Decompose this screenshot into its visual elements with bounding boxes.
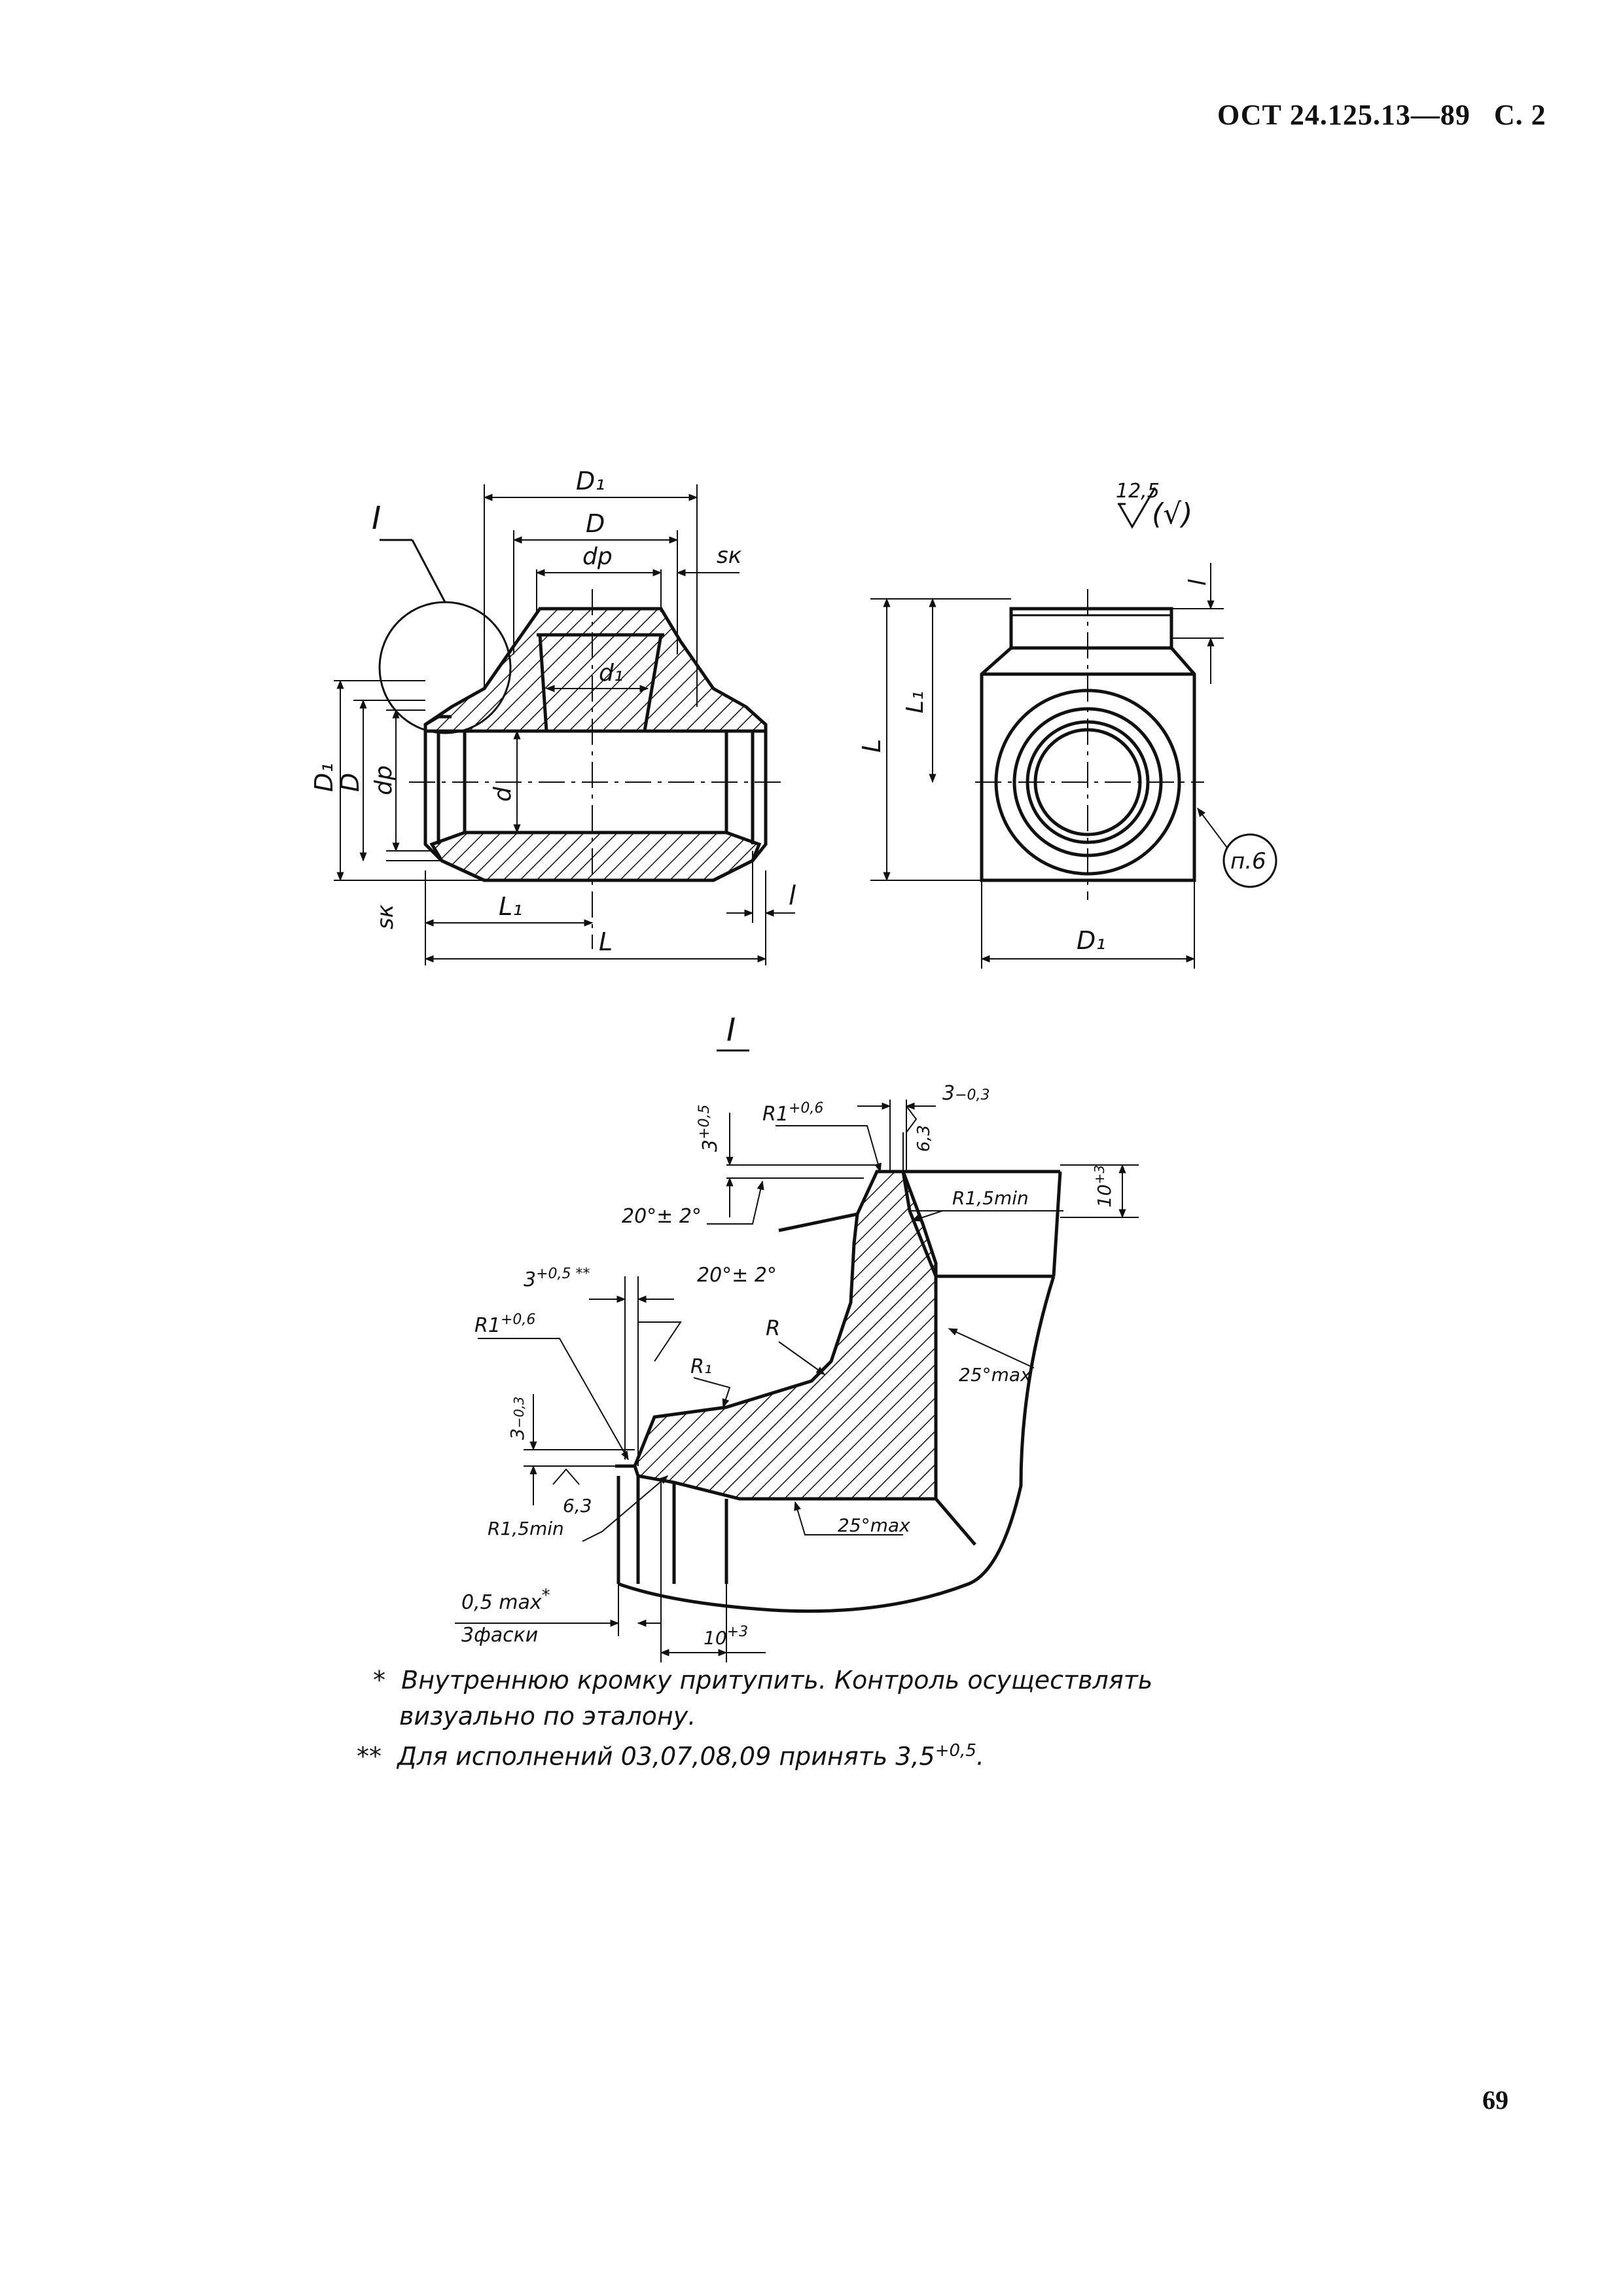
footnote-1-line1: Внутреннюю кромку притупить. Контроль ос… [401, 1666, 1153, 1695]
angle-25-bottom: 25°max [838, 1515, 910, 1536]
clause-ref: п.6 [1230, 848, 1266, 874]
doc-code: ОСТ 24.125.13—89 [1217, 99, 1471, 131]
footnote-1-continuation: визуально по эталону. [399, 1702, 696, 1731]
label-d1: d₁ [599, 660, 623, 687]
label-D-left: D [336, 773, 365, 792]
label-D1-left: D₁ [310, 763, 338, 793]
detail-view [455, 1100, 1139, 1662]
detail-title: I [726, 1012, 736, 1049]
angle-20-top: 20°± 2° [622, 1205, 702, 1228]
dim-3-minus03-top: 3−0,3 [942, 1082, 990, 1105]
chamfer-count: 3фаски [461, 1624, 538, 1647]
footnote-2-marker: ** [357, 1742, 382, 1771]
dim-3-minus03-left: 3−0,3 [507, 1397, 528, 1440]
label-D1-side: D₁ [1077, 926, 1106, 955]
dim-10-top: 10+3 [1092, 1165, 1115, 1208]
r1-top: R1+0,6 [762, 1100, 823, 1126]
dim-3-plus05: 3+0,5 [696, 1104, 722, 1152]
footnote-1: * Внутреннюю кромку притупить. Контроль … [373, 1666, 1152, 1695]
hatched-lower-section [429, 831, 762, 882]
label-d: d [490, 786, 516, 802]
footnote-1-marker: * [373, 1666, 385, 1695]
label-dp-left: dр [370, 765, 397, 795]
footnote-1-line2: визуально по эталону. [399, 1702, 696, 1731]
angle-25-right: 25°max [959, 1364, 1031, 1386]
label-D1-top: D₁ [576, 467, 605, 495]
side-view [870, 487, 1277, 969]
label-D-top: D [586, 509, 605, 538]
label-l-front: l [789, 881, 796, 911]
label-dp-top: dр [582, 543, 613, 570]
chamfer-label: 0,5 max* [461, 1586, 550, 1614]
label-R: R [766, 1316, 780, 1340]
label-L-side: L [857, 739, 886, 753]
label-L-front: L [599, 927, 613, 956]
callout-label-front: I [372, 500, 381, 537]
label-l-side: l [1185, 579, 1211, 586]
roughness-6-3-left: 6,3 [563, 1495, 592, 1516]
label-sk-top: sк [717, 543, 742, 569]
r15min-left: R1,5min [488, 1518, 564, 1539]
page-label: С. 2 [1493, 99, 1546, 131]
r1-left: R1+0,6 [474, 1312, 535, 1337]
front-view [334, 484, 795, 965]
label-L1-side: L₁ [902, 691, 929, 714]
r15min-top: R1,5min [952, 1187, 1029, 1209]
label-sk-left: sк [372, 904, 399, 929]
angle-20-mid: 20°± 2° [697, 1264, 777, 1287]
roughness-value-side: 12,5 [1116, 480, 1160, 503]
label-L1-front: L₁ [499, 892, 522, 921]
footnote-2-text: Для исполнений 03,07,08,09 принять 3,5 [397, 1742, 935, 1771]
label-R1-inner: R₁ [690, 1355, 712, 1378]
dim-3-plus05-double-star: 3+0,5 ** [524, 1266, 590, 1291]
dim-10-bottom: 10+3 [704, 1624, 748, 1649]
footnote-2-tolerance: +0,5 [935, 1741, 976, 1761]
footnote-2-end: . [976, 1742, 984, 1771]
roughness-6-3-top: 6,3 [914, 1125, 934, 1152]
footnote-2: ** Для исполнений 03,07,08,09 принять 3,… [357, 1741, 984, 1771]
roughness-paren-side: (√) [1152, 497, 1192, 531]
document-header: ОСТ 24.125.13—89 С. 2 [1217, 98, 1546, 132]
page-number: 69 [1482, 2085, 1508, 2115]
